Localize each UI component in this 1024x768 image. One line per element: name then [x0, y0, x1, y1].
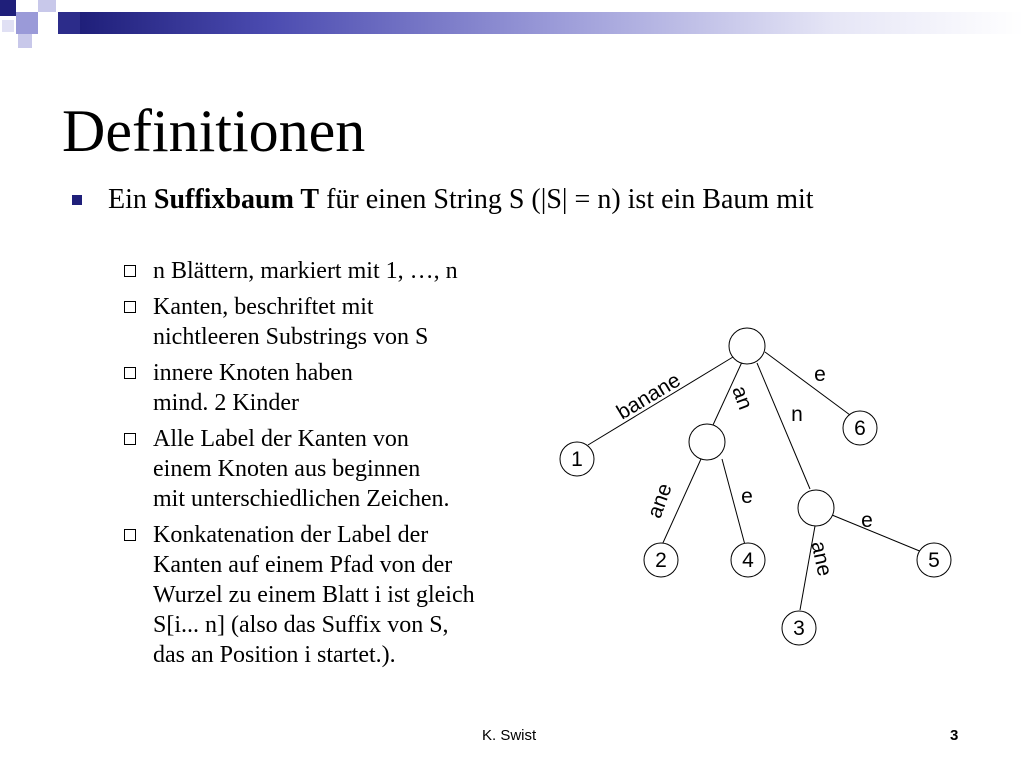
tree-edge: [756, 362, 811, 490]
sub-bullet: innere Knoten haben mind. 2 Kinder: [124, 358, 584, 418]
edge-label: e: [814, 363, 826, 386]
main-bullet-suffix: für einen String S (|S| = n) ist ein Bau…: [319, 184, 814, 215]
edge-label: e: [741, 485, 753, 508]
tree-edge: [712, 361, 743, 426]
hollow-square-bullet-icon: [124, 301, 136, 313]
tree-edge: [587, 356, 734, 446]
tree-leaf-node: [730, 542, 766, 578]
edge-label: ane: [806, 539, 836, 578]
edge-label: banane: [613, 369, 685, 425]
sub-bullet-list: n Blättern, markiert mit 1, …, n Kanten,…: [124, 256, 584, 676]
header-decor-square: [0, 0, 16, 16]
main-bullet-prefix: Ein: [108, 184, 154, 215]
header-decor-square: [16, 12, 38, 34]
sub-bullet-text: Kanten, beschriftet mit nichtleeren Subs…: [153, 294, 429, 350]
sub-bullet-text: n Blättern, markiert mit 1, …, n: [153, 258, 458, 284]
leaf-label: 4: [742, 549, 754, 572]
tree-leaf-node: [916, 542, 952, 578]
edge-label: e: [861, 509, 873, 532]
sub-bullet-text: Konkatenation der Label der Kanten auf e…: [153, 522, 475, 668]
header-decor-square: [18, 34, 32, 48]
slide-title: Definitionen: [62, 98, 366, 164]
tree-edge: [831, 514, 923, 553]
sub-bullet: n Blättern, markiert mit 1, …, n: [124, 256, 584, 286]
tree-root-node: [728, 327, 766, 365]
tree-inner-node: [688, 423, 726, 461]
tree-leaf-node: [781, 610, 817, 646]
leaf-label: 5: [928, 549, 940, 572]
sub-bullet: Kanten, beschriftet mit nichtleeren Subs…: [124, 292, 584, 352]
header-gradient-bar: [80, 12, 1024, 34]
tree-inner-node: [797, 489, 835, 527]
sub-bullet: Konkatenation der Label der Kanten auf e…: [124, 520, 584, 670]
tree-edge: [799, 525, 816, 611]
leaf-label: 2: [655, 549, 667, 572]
header-decor-square: [2, 20, 14, 32]
main-bullet-text: Ein Suffixbaum T für einen String S (|S|…: [108, 182, 814, 218]
suffix-tree-diagram: 1 2 3 4 5 6 banane an e n ane e ane e: [559, 327, 952, 646]
tree-edge: [661, 458, 702, 546]
square-bullet-icon: [72, 195, 82, 205]
footer-author: K. Swist: [482, 727, 537, 744]
tree-leaf-node: [559, 441, 595, 477]
header-decor-square: [58, 12, 80, 34]
hollow-square-bullet-icon: [124, 367, 136, 379]
hollow-square-bullet-icon: [124, 529, 136, 541]
edge-label: n: [791, 403, 803, 426]
header-decor-square: [38, 0, 56, 12]
sub-bullet-text: Alle Label der Kanten von einem Knoten a…: [153, 426, 450, 512]
edge-label: ane: [643, 480, 677, 521]
tree-leaf-node: [643, 542, 679, 578]
tree-leaf-node: [842, 410, 878, 446]
sub-bullet: Alle Label der Kanten von einem Knoten a…: [124, 424, 584, 514]
leaf-label: 3: [793, 617, 805, 640]
tree-edge: [721, 458, 746, 546]
footer-page-number: 3: [950, 727, 959, 744]
sub-bullet-text: innere Knoten haben mind. 2 Kinder: [153, 360, 353, 416]
main-bullet-term: Suffixbaum T: [153, 184, 320, 215]
hollow-square-bullet-icon: [124, 265, 136, 277]
edge-label: an: [727, 383, 757, 413]
leaf-label: 6: [854, 417, 866, 440]
tree-edge: [764, 351, 851, 416]
hollow-square-bullet-icon: [124, 433, 136, 445]
leaf-label: 1: [571, 448, 583, 471]
